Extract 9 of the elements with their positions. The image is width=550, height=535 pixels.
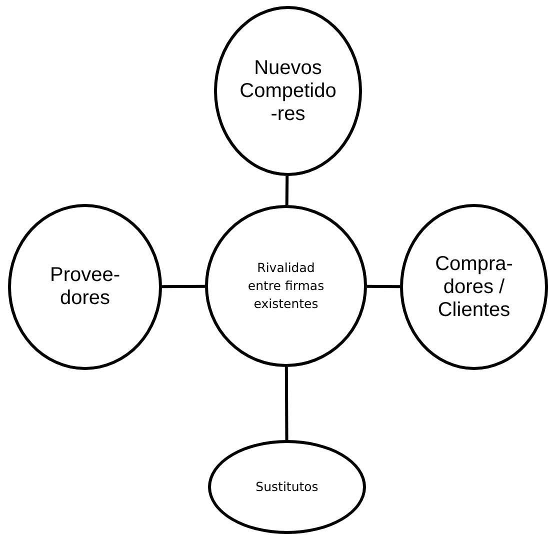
connector-line xyxy=(366,284,400,288)
node-label: Provee- dores xyxy=(48,264,122,310)
connector-line xyxy=(162,284,205,288)
connector-line xyxy=(285,176,289,206)
node-label: Sustitutos xyxy=(254,478,320,496)
connector-line xyxy=(284,367,288,440)
node-label: Rivalidad entre firmas existentes xyxy=(246,258,326,314)
node-label: Nuevos Competido -res xyxy=(238,56,338,126)
node-label: Compra- dores / Clientes xyxy=(434,252,514,322)
